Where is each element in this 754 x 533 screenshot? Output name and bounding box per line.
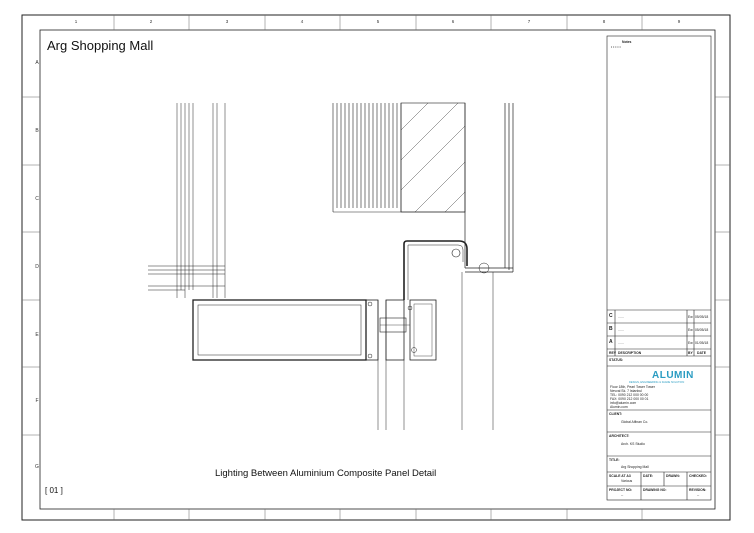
rev-header-rev: REV <box>609 351 616 355</box>
drawn-label: DRAWN: <box>666 474 680 478</box>
scale-label: SCALE AT A3 <box>609 474 631 478</box>
lower-verticals <box>377 272 494 430</box>
notes-text: • • • • • <box>611 45 621 49</box>
company-address-line: Nevval Sk. 7 Istanbul <box>610 389 642 393</box>
composite-panel-profile <box>403 240 468 300</box>
revision-date: 05/05/18 <box>695 315 709 319</box>
grid-col-label: 6 <box>451 19 455 24</box>
sheet-inner-border <box>39 29 716 510</box>
company-address-line: info@alumin.com <box>610 401 637 405</box>
architect-name: Arch. KS Studio <box>621 442 645 446</box>
drawing-title: Arg Shopping Mall <box>621 465 649 469</box>
rev-header-description: DESCRIPTION <box>618 351 642 355</box>
revision-description: ...... <box>618 328 624 332</box>
concrete-column <box>332 103 465 213</box>
architect-label: ARCHITECT: <box>609 434 630 438</box>
company-logo: ALUMIN <box>652 370 694 381</box>
right-wall <box>464 103 514 273</box>
revision-label: REVISION: <box>689 488 707 492</box>
grid-row-label: B <box>35 128 39 134</box>
project-title: Arg Shopping Mall <box>47 38 154 53</box>
insulated-panel <box>192 299 367 361</box>
notes-label: Notes <box>622 40 632 44</box>
grid-col-label: 3 <box>225 19 229 24</box>
mullion-frame <box>365 299 437 361</box>
revision-letter: B <box>609 326 613 332</box>
company-address-line: Alumin.com <box>610 405 628 409</box>
grid-col-label: 2 <box>149 19 153 24</box>
grid-col-label: 9 <box>677 19 681 24</box>
revision-description: ...... <box>618 341 624 345</box>
revision-by: Ew <box>688 341 693 345</box>
panel-hatching <box>400 102 466 213</box>
light-fixture <box>451 248 461 258</box>
grid-col-label: 4 <box>300 19 304 24</box>
rev-header-date: DATE <box>697 351 706 355</box>
grid-row-label: E <box>35 332 39 338</box>
project-no-label: PROJECT NO: <box>609 488 633 492</box>
title-label: TITLE: <box>609 458 620 462</box>
grid-row-label: G <box>35 464 39 470</box>
scale-value: Various <box>621 479 633 483</box>
left-sill <box>148 265 225 298</box>
client-name: Global Alfinan Co. <box>621 420 649 424</box>
drawing-no-label: DRAWING NO: <box>643 488 667 492</box>
grid-col-label: 7 <box>527 19 531 24</box>
grid-col-label: 1 <box>74 19 78 24</box>
grid-row-label: D <box>35 264 39 270</box>
client-label: CLIENT: <box>609 412 622 416</box>
hatched-panel-area <box>400 102 466 213</box>
sheet-number: [ 01 ] <box>45 486 63 495</box>
revision-letter: A <box>609 339 613 345</box>
row-grid-ticks <box>22 96 730 436</box>
title-block-frame <box>606 35 712 501</box>
company-address-line: TEL: 0090 212 000 00 00 <box>610 393 649 397</box>
sheet-outer-border <box>21 14 731 521</box>
column-grid-ticks <box>113 15 643 520</box>
grid-row-label: C <box>35 196 39 202</box>
revision-letter: C <box>609 313 613 319</box>
revision-description: ...... <box>618 315 624 319</box>
checked-label: CHECKED: <box>689 474 707 478</box>
section-detail-drawing <box>148 102 514 430</box>
grid-col-label: 5 <box>376 19 380 24</box>
grid-row-label: A <box>35 60 39 66</box>
company-address-line: FAX: 0090 212 000 00 01 <box>610 397 649 401</box>
detail-caption: Lighting Between Aluminium Composite Pan… <box>215 468 437 479</box>
project-no-value: -- <box>621 493 624 497</box>
left-mullion-lines <box>176 103 226 298</box>
company-tagline: DESIGN, ENGINEERING & FAADE SOLUTION <box>629 381 685 384</box>
revision-date: 01/05/18 <box>695 341 709 345</box>
revision-by: Ew <box>688 328 693 332</box>
revision-date: 05/05/18 <box>695 328 709 332</box>
grid-col-label: 8 <box>602 19 606 24</box>
company-address-line: Floor 18th, Pearl Tower Tower <box>610 385 655 389</box>
date-label: DATE: <box>643 474 654 478</box>
status-label: STATUS: <box>609 358 624 362</box>
revision-value: -- <box>697 493 700 497</box>
grid-row-label: F <box>35 398 39 404</box>
revision-by: Ew <box>688 315 693 319</box>
rev-header-by: BY <box>688 351 693 355</box>
